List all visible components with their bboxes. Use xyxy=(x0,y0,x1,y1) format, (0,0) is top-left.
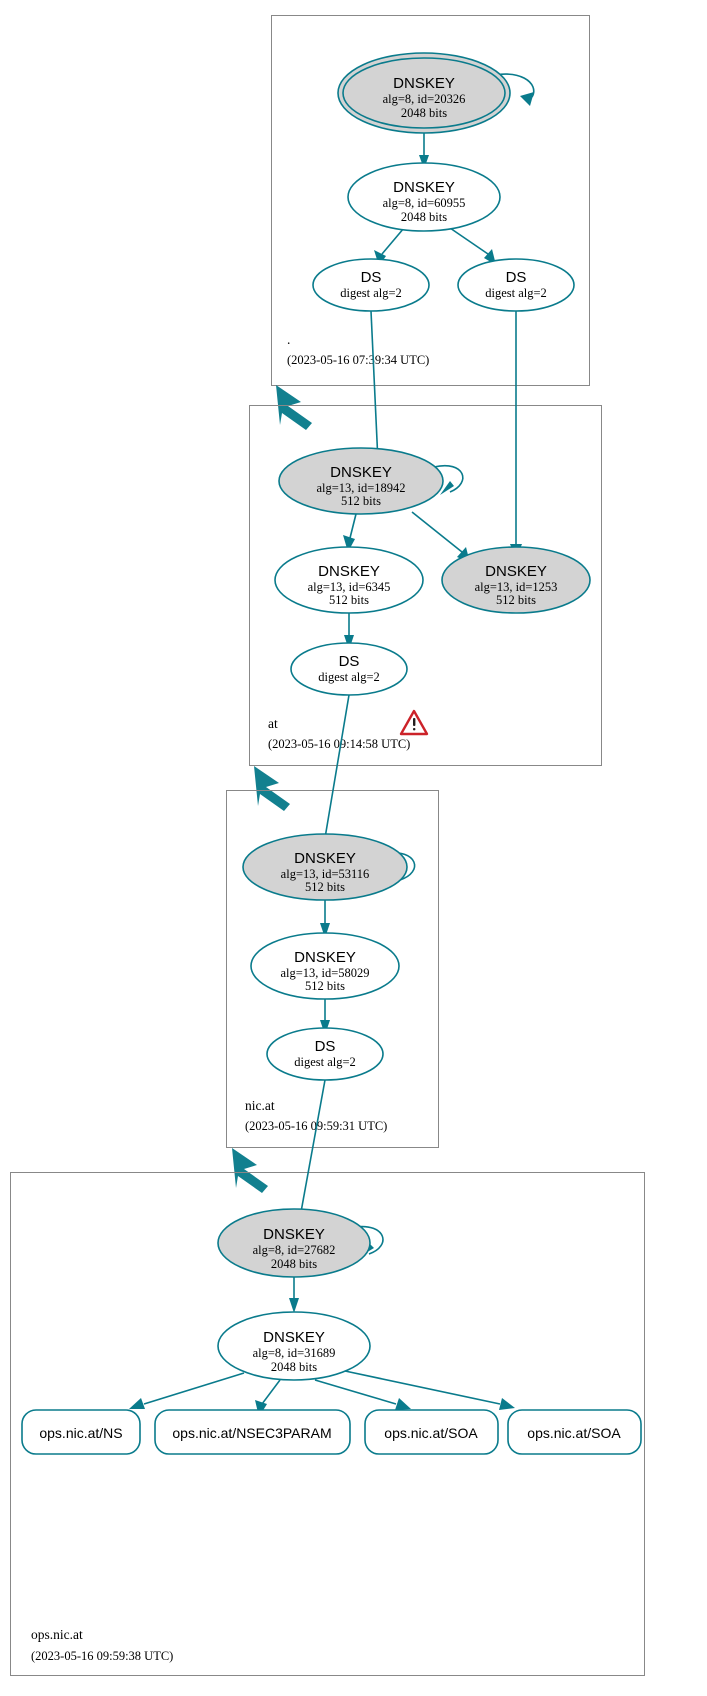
node-detail-bits: 2048 bits xyxy=(271,1257,317,1271)
zone-timestamp-root: (2023-05-16 07:39:34 UTC) xyxy=(287,353,429,367)
node-detail-bits: 2048 bits xyxy=(401,106,447,120)
zone-box-at xyxy=(249,405,602,766)
zone-label-at: at xyxy=(268,716,278,731)
edge-opsnicat-zsk-to-soa1 xyxy=(314,1379,411,1410)
node-detail-alg-id: alg=8, id=31689 xyxy=(253,1346,336,1360)
edge-root-zsk-to-ds1 xyxy=(374,227,405,266)
node-detail-alg-id: alg=8, id=27682 xyxy=(253,1243,336,1257)
node-detail-bits: 512 bits xyxy=(496,593,536,607)
node-dnskey-root-zsk[interactable]: DNSKEY alg=8, id=60955 2048 bits xyxy=(347,162,501,232)
node-detail-digest: digest alg=2 xyxy=(485,286,547,300)
edge-root-zsk-to-ds2 xyxy=(449,227,496,265)
node-detail-digest: digest alg=2 xyxy=(318,670,380,684)
zone-link-root-to-at xyxy=(276,385,312,430)
node-dnskey-opsnicat-zsk[interactable]: DNSKEY alg=8, id=31689 2048 bits xyxy=(217,1311,371,1381)
node-title: DS xyxy=(506,269,527,286)
node-dnskey-root-ksk[interactable]: DNSKEY alg=8, id=20326 2048 bits xyxy=(337,52,511,134)
zone-link-at-to-nicat xyxy=(254,766,290,811)
node-dnskey-at-zsk[interactable]: DNSKEY alg=13, id=6345 512 bits xyxy=(274,546,424,614)
edge-at-ksk-self xyxy=(433,464,464,495)
node-title: DNSKEY xyxy=(294,949,356,966)
node-dnskey-opsnicat-ksk[interactable]: DNSKEY alg=8, id=27682 2048 bits xyxy=(217,1208,371,1278)
node-detail-digest: digest alg=2 xyxy=(340,286,402,300)
node-detail-bits: 2048 bits xyxy=(401,210,447,224)
node-detail-alg-id: alg=13, id=18942 xyxy=(316,481,405,495)
zone-timestamp-opsnicat: (2023-05-16 09:59:38 UTC) xyxy=(31,1649,173,1663)
zone-label-nicat: nic.at xyxy=(245,1098,275,1113)
node-title: DS xyxy=(315,1038,336,1055)
warning-triangle-icon[interactable] xyxy=(399,709,429,736)
node-ds-at[interactable]: DS digest alg=2 xyxy=(290,642,408,696)
node-rrset-soa-2[interactable]: ops.nic.at/SOA xyxy=(507,1409,642,1455)
node-detail-bits: 2048 bits xyxy=(271,1360,317,1374)
node-rrset-nsec3param[interactable]: ops.nic.at/NSEC3PARAM xyxy=(154,1409,351,1455)
node-detail-bits: 512 bits xyxy=(329,593,369,607)
node-dnskey-nicat-ksk[interactable]: DNSKEY alg=13, id=53116 512 bits xyxy=(242,833,408,901)
node-title: DS xyxy=(339,653,360,670)
zone-box-root xyxy=(271,15,590,386)
edge-opsnicat-ksk-to-zsk xyxy=(289,1277,299,1313)
node-detail-bits: 512 bits xyxy=(341,494,381,508)
node-dnskey-at-key1253[interactable]: DNSKEY alg=13, id=1253 512 bits xyxy=(441,546,591,614)
zone-timestamp-at: (2023-05-16 09:14:58 UTC) xyxy=(268,737,410,751)
node-detail-alg-id: alg=8, id=60955 xyxy=(383,196,466,210)
node-title: DNSKEY xyxy=(330,464,392,481)
node-title: DNSKEY xyxy=(318,563,380,580)
rrset-label: ops.nic.at/SOA xyxy=(527,1425,621,1441)
edge-nicat-ksk-to-zsk xyxy=(320,900,330,938)
node-title: DNSKEY xyxy=(263,1226,325,1243)
node-title: DNSKEY xyxy=(393,75,455,92)
zone-box-opsnicat xyxy=(10,1172,645,1676)
node-detail-alg-id: alg=8, id=20326 xyxy=(383,92,466,106)
edge-root-ds2-to-at-key1253 xyxy=(510,311,522,559)
edge-at-ds-to-nicat-ksk xyxy=(318,694,350,853)
node-title: DNSKEY xyxy=(485,563,547,580)
node-dnskey-at-ksk[interactable]: DNSKEY alg=13, id=18942 512 bits xyxy=(278,447,444,515)
node-detail-bits: 512 bits xyxy=(305,979,345,993)
node-detail-alg-id: alg=13, id=1253 xyxy=(475,580,558,594)
node-detail-alg-id: alg=13, id=6345 xyxy=(308,580,391,594)
node-detail-bits: 512 bits xyxy=(305,880,345,894)
node-ds-nicat[interactable]: DS digest alg=2 xyxy=(266,1027,384,1081)
zone-link-nicat-to-opsnicat xyxy=(232,1148,268,1193)
rrset-label: ops.nic.at/NS xyxy=(39,1425,122,1441)
zone-label-opsnicat: ops.nic.at xyxy=(31,1627,83,1642)
edge-at-ksk-to-key1253 xyxy=(411,511,470,563)
node-rrset-soa-1[interactable]: ops.nic.at/SOA xyxy=(364,1409,499,1455)
node-rrset-ns[interactable]: ops.nic.at/NS xyxy=(21,1409,141,1455)
node-detail-digest: digest alg=2 xyxy=(294,1055,356,1069)
rrset-label: ops.nic.at/NSEC3PARAM xyxy=(172,1425,331,1441)
node-ds-root-1[interactable]: DS digest alg=2 xyxy=(312,258,430,312)
edge-root-ksk-to-zsk xyxy=(419,130,429,169)
node-detail-alg-id: alg=13, id=53116 xyxy=(281,867,370,881)
zone-label-root: . xyxy=(287,332,290,347)
node-title: DNSKEY xyxy=(294,850,356,867)
edge-opsnicat-zsk-to-soa2 xyxy=(344,1370,515,1410)
node-title: DNSKEY xyxy=(263,1329,325,1346)
node-title: DS xyxy=(361,269,382,286)
node-dnskey-nicat-zsk[interactable]: DNSKEY alg=13, id=58029 512 bits xyxy=(250,932,400,1000)
edge-at-ksk-to-zsk xyxy=(343,513,357,552)
node-ds-root-2[interactable]: DS digest alg=2 xyxy=(457,258,575,312)
node-title: DNSKEY xyxy=(393,179,455,196)
node-detail-alg-id: alg=13, id=58029 xyxy=(280,966,369,980)
edge-opsnicat-zsk-to-ns xyxy=(129,1372,245,1409)
rrset-label: ops.nic.at/SOA xyxy=(384,1425,478,1441)
